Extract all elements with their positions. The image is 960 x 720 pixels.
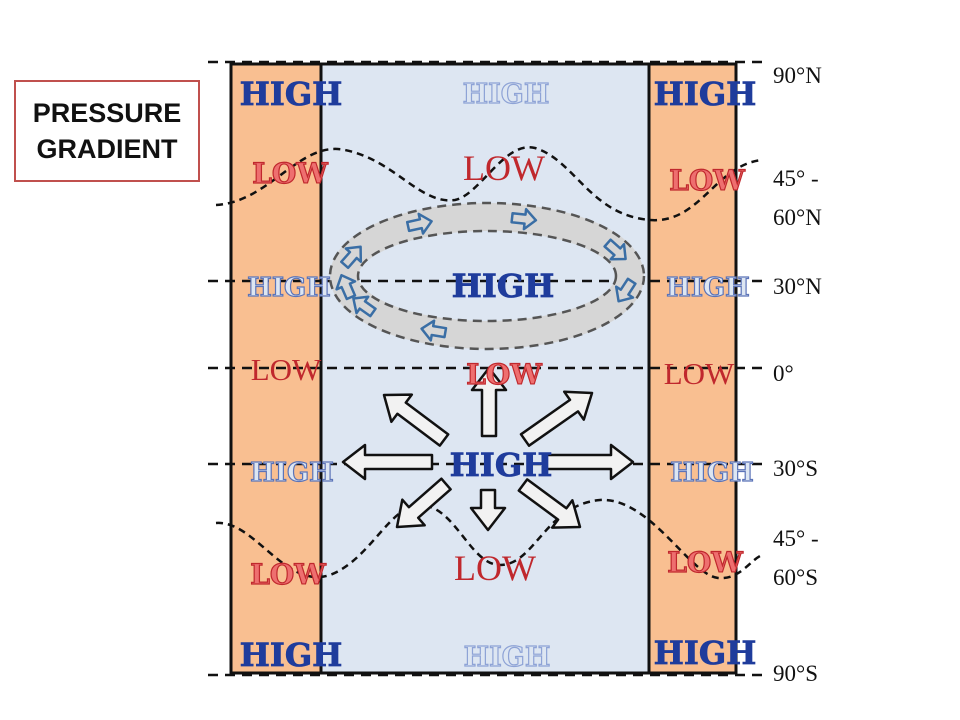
ring-arrow-7 — [352, 295, 377, 318]
label-right-high-top: HIGH — [654, 75, 757, 113]
label-center-low-60s: LOW — [454, 548, 536, 588]
ring-arrow-2 — [405, 212, 433, 235]
arrow-northwest — [382, 393, 450, 447]
label-left-high-30s: HIGH — [250, 458, 334, 488]
arrow-northeast — [519, 390, 594, 447]
lat-label-60s-line2: 60°S — [773, 565, 818, 590]
label-right-low-eq: LOW — [664, 356, 735, 391]
ring-arrow-3 — [510, 207, 538, 231]
ring-arrow-1 — [340, 245, 363, 270]
ring-arrow-4 — [603, 238, 627, 261]
ring-arrow-8 — [335, 273, 357, 301]
lat-label-60s-line1: 45° - — [773, 526, 819, 551]
front-line-south — [215, 498, 763, 580]
label-center-high-30n: HIGH — [452, 267, 555, 305]
label-left-low-60n: LOW — [252, 157, 328, 190]
arrow-southwest — [395, 477, 452, 529]
label-center-high-top: HIGH — [463, 79, 550, 110]
label-left-low-eq: LOW — [251, 352, 322, 387]
lat-label-90s: 90°S — [773, 661, 818, 686]
title-box: PRESSURE GRADIENT — [14, 80, 200, 182]
label-center-low-60n: LOW — [463, 148, 545, 188]
title-line-1: PRESSURE — [32, 98, 182, 128]
lat-label-60n-line2: 60°N — [773, 205, 822, 230]
arrow-west — [341, 443, 434, 481]
label-right-high-30n: HIGH — [666, 273, 750, 303]
label-center-high-bottom: HIGH — [464, 642, 551, 673]
label-right-high-30s: HIGH — [670, 458, 754, 488]
arrow-south — [469, 488, 507, 532]
label-left-low-60s: LOW — [250, 558, 326, 591]
ring-arrow-6 — [420, 319, 448, 342]
label-left-high-bottom: HIGH — [240, 636, 343, 674]
lat-label-30s: 30°S — [773, 456, 818, 481]
arrow-north — [470, 366, 508, 438]
label-left-high-top: HIGH — [240, 75, 343, 113]
label-center-low-eq: LOW — [466, 358, 542, 391]
label-right-low-60n: LOW — [669, 164, 745, 197]
pressure-cell-ring-outer — [328, 201, 646, 351]
lat-label-60n-line1: 45° - — [773, 166, 819, 191]
ring-arrow-5 — [614, 277, 637, 303]
label-right-low-60s: LOW — [667, 546, 743, 579]
front-line-north — [215, 146, 763, 222]
label-center-high-30s: HIGH — [450, 446, 553, 484]
lat-label-eq: 0° — [773, 361, 794, 386]
label-right-high-bottom: HIGH — [654, 634, 757, 672]
title-line-2: GRADIENT — [36, 134, 178, 164]
lat-label-90n: 90°N — [773, 63, 822, 88]
label-left-high-30n: HIGH — [247, 273, 331, 303]
arrow-east — [541, 443, 635, 481]
lat-label-30n: 30°N — [773, 274, 822, 299]
arrow-southeast — [517, 478, 582, 529]
pressure-cell-ring-inner — [356, 229, 618, 323]
